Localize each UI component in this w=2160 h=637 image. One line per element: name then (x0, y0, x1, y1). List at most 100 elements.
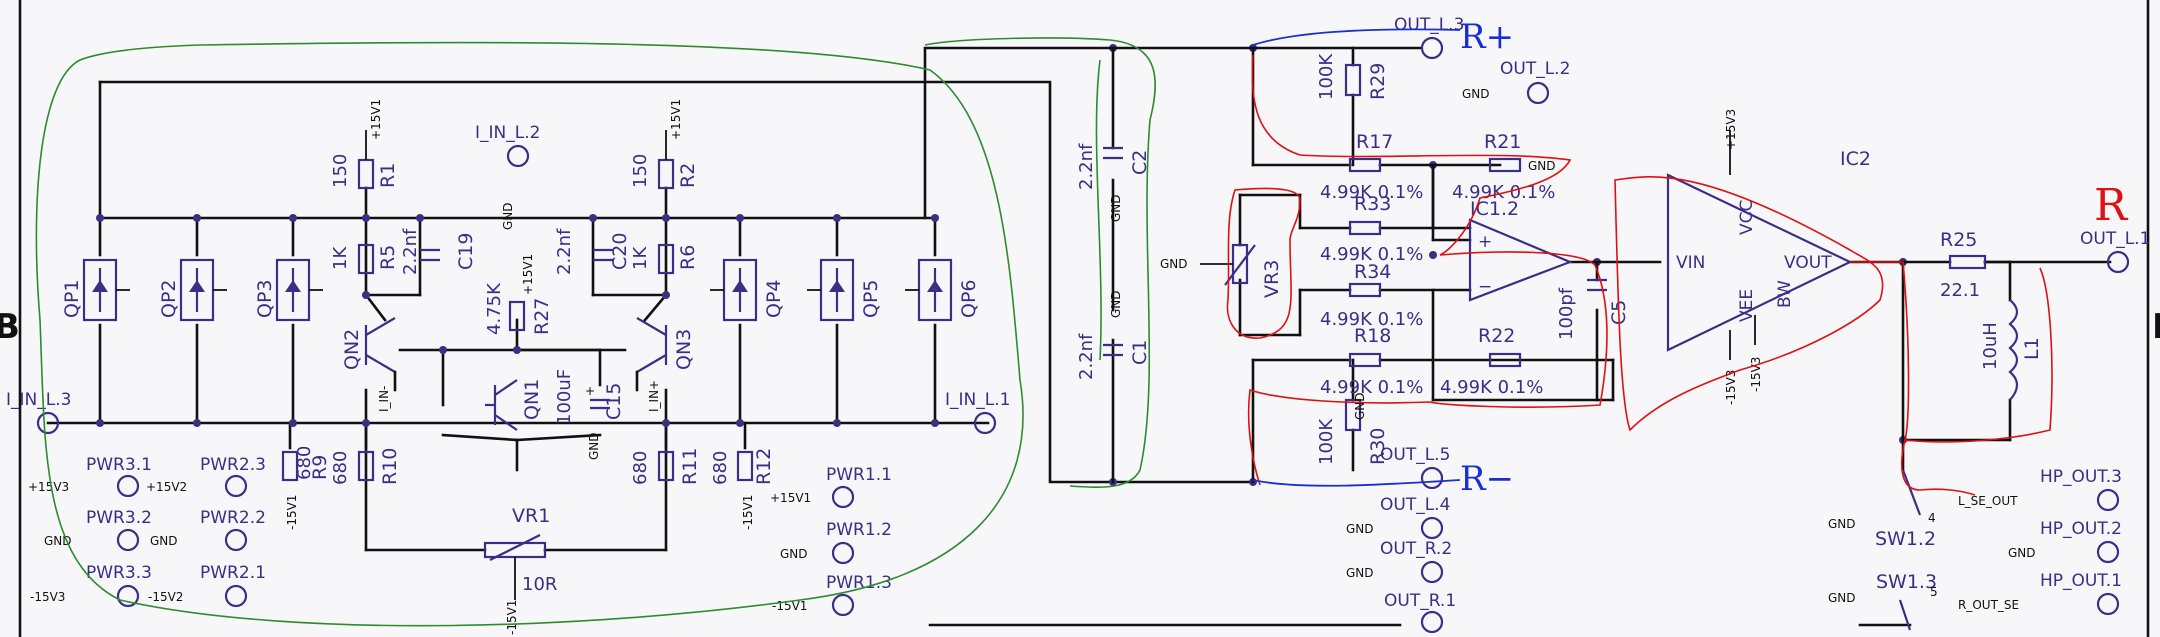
svg-text:-15V1: -15V1 (505, 600, 519, 635)
svg-text:150: 150 (630, 154, 651, 188)
svg-text:PWR2.2: PWR2.2 (200, 508, 266, 528)
svg-text:C19: C19 (455, 233, 477, 270)
svg-text:GND: GND (1528, 159, 1556, 173)
svg-text:2.2nf: 2.2nf (554, 228, 575, 275)
vr3: GND VR3 (1160, 243, 1283, 298)
svg-text:100uF: 100uF (554, 369, 575, 425)
net-i-in-l2: I_IN_L.2 (475, 123, 540, 143)
svg-text:IC1.2: IC1.2 (1470, 198, 1519, 220)
svg-text:+15V2: +15V2 (146, 480, 187, 494)
r34: R34 4.99K 0.1% (1320, 261, 1423, 330)
svg-text:-15V3: -15V3 (1724, 370, 1738, 405)
svg-text:R21: R21 (1484, 131, 1521, 153)
svg-text:QP4: QP4 (763, 279, 785, 318)
svg-text:IC2: IC2 (1840, 148, 1871, 170)
svg-text:VOUT: VOUT (1784, 253, 1832, 273)
svg-text:-15V2: -15V2 (148, 590, 183, 604)
r33: R33 4.99K 0.1% (1320, 193, 1423, 265)
svg-text:4.99K 0.1%: 4.99K 0.1% (1320, 244, 1423, 265)
svg-text:OUT_L.3: OUT_L.3 (1394, 15, 1464, 35)
svg-text:R17: R17 (1356, 131, 1393, 153)
ic1-2-opamp: + − IC1.2 (1468, 198, 1573, 302)
pwr3-3: PWR3.3-15V3 (30, 563, 152, 608)
svg-text:I_IN+: I_IN+ (647, 380, 661, 412)
vr1: VR1 10R -15V1 (483, 505, 557, 635)
r12: 680 R12 -15V1 (710, 448, 775, 530)
svg-text:VEE: VEE (1737, 289, 1757, 322)
pwr1-1: PWR1.1+15V1 (770, 465, 892, 509)
svg-text:GND: GND (1353, 392, 1367, 420)
c15: + 100uF C15 GND (554, 369, 625, 460)
qp6: QP6 (905, 258, 980, 322)
svg-text:VR1: VR1 (512, 505, 550, 527)
svg-text:-15V3: -15V3 (1749, 357, 1763, 392)
svg-text:QP6: QP6 (958, 279, 980, 318)
svg-text:+15V1: +15V1 (369, 99, 383, 140)
net-i-in-l3: I_IN_L.3 (6, 390, 71, 410)
svg-text:4.99K 0.1%: 4.99K 0.1% (1320, 309, 1423, 330)
svg-text:4.75K: 4.75K (484, 282, 505, 335)
svg-text:GND: GND (1828, 591, 1856, 605)
svg-text:R5: R5 (377, 245, 399, 270)
svg-text:+15V3: +15V3 (1724, 109, 1738, 150)
svg-text:R11: R11 (679, 448, 701, 485)
qp5: QP5 (807, 258, 882, 322)
svg-text:GND: GND (1346, 566, 1374, 580)
svg-text:QP1: QP1 (61, 279, 83, 318)
qp3: QP3 (254, 258, 323, 322)
svg-text:OUT_L.1: OUT_L.1 (2080, 229, 2150, 249)
svg-text:10R: 10R (522, 574, 557, 595)
svg-text:PWR3.2: PWR3.2 (86, 508, 152, 528)
r5: 1K R5 (330, 243, 399, 275)
svg-text:GND: GND (501, 202, 515, 230)
svg-text:SW1.2: SW1.2 (1875, 528, 1936, 550)
svg-text:10uH: 10uH (1980, 322, 2001, 370)
pwr2-3: PWR2.3+15V2 (146, 455, 266, 498)
svg-text:R6: R6 (677, 245, 699, 270)
svg-text:C20: C20 (609, 233, 631, 270)
c5: 100pf C5 (1556, 278, 1630, 340)
l1: 10uH L1 (1980, 299, 2043, 401)
svg-text:5: 5 (1930, 585, 1938, 599)
pwr1-3: PWR1.3-15V1 (772, 573, 892, 617)
svg-text:R12: R12 (753, 448, 775, 485)
svg-text:-15V1: -15V1 (741, 495, 755, 530)
svg-text:C2: C2 (1129, 150, 1151, 175)
svg-text:GND: GND (150, 534, 178, 548)
svg-text:PWR3.1: PWR3.1 (86, 455, 152, 475)
svg-text:HP_OUT.2: HP_OUT.2 (2040, 519, 2122, 539)
r30: 100K R30 GND (1316, 392, 1389, 465)
svg-text:+15V3: +15V3 (28, 480, 69, 494)
svg-text:R34: R34 (1354, 261, 1391, 283)
svg-text:R22: R22 (1478, 325, 1515, 347)
svg-text:R33: R33 (1354, 193, 1391, 215)
svg-text:I_IN-: I_IN- (377, 386, 391, 412)
svg-text:4.99K 0.1%: 4.99K 0.1% (1440, 377, 1543, 398)
svg-text:VR3: VR3 (1261, 260, 1283, 298)
svg-text:22.1: 22.1 (1940, 280, 1980, 301)
c19: 2.2nf C19 (400, 228, 477, 275)
r6: 1K R6 (630, 243, 699, 275)
r10: 680 R10 (330, 448, 401, 485)
qp1: QP1 (61, 258, 130, 322)
svg-text:SW1.3: SW1.3 (1876, 571, 1937, 593)
zone-letter-left: B (0, 307, 20, 347)
svg-text:GND: GND (1346, 522, 1374, 536)
svg-text:OUT_L.2: OUT_L.2 (1500, 59, 1570, 79)
svg-text:HP_OUT.3: HP_OUT.3 (2040, 467, 2122, 487)
junction-dots (96, 44, 1907, 486)
pwr3-1: PWR3.1 +15V3 (28, 455, 152, 498)
green-outline-feedback (924, 37, 1156, 489)
svg-text:+15V1: +15V1 (770, 491, 811, 505)
svg-text:100K: 100K (1316, 53, 1337, 100)
blue-r-plus-line (1252, 28, 1461, 46)
c20: 2.2nf C20 (554, 228, 631, 275)
headphone-switch: SW1.2 GND 4 SW1.3 GND 5 HP_OUT.3L_SE_OUT… (1828, 467, 2122, 631)
svg-text:C1: C1 (1129, 340, 1151, 365)
